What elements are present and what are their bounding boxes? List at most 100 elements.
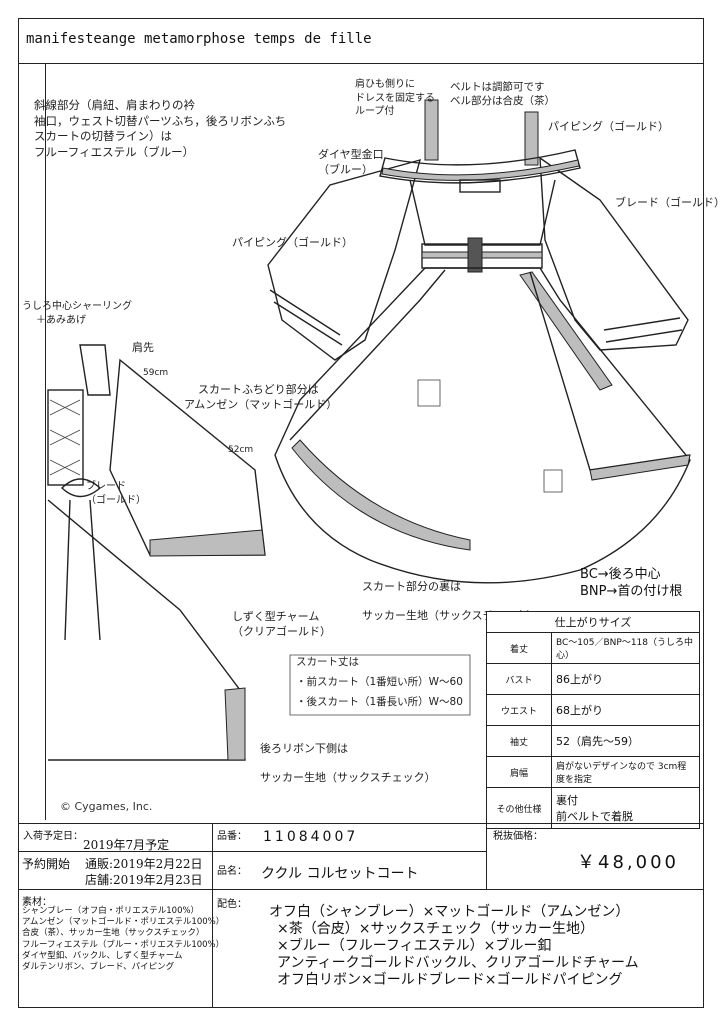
materials-label: 素材： (22, 897, 52, 908)
size-value: 86上がり (551, 663, 700, 695)
note-line: （ブルー） (318, 162, 373, 176)
list-item: ×ブルー（フルーフィエステル）×ブルー釦 (277, 938, 552, 954)
header-title: manifesteange metamorphose temps de fill… (26, 31, 372, 47)
colors-list: オフ白（シャンブレー）×マットゴールド（アムンゼン） ×茶（合皮）×サックスチェ… (269, 904, 639, 989)
arrival-cell: 入荷予定日： 2019年7月予定 (19, 824, 213, 852)
note-line: サッカー生地（サックスチェック） (260, 770, 436, 784)
list-item: ×茶（合皮）×サックスチェック（サッカー生地） (277, 921, 595, 937)
note-skirt-edge: スカートふちどり部分は アムンゼン（マットゴールド） (184, 383, 337, 413)
header-bar (18, 18, 704, 64)
arrival-label: 入荷予定日： (23, 831, 83, 842)
list-item: 合皮（茶）、サッカー生地（サックスチェック） (22, 928, 205, 939)
note-line: 袖口，ウェスト切替パーツふち，後ろリボンふち (34, 113, 287, 128)
note-line: （クリアゴールド） (232, 624, 331, 638)
table-row: その他仕様裏付 前ベルトで着脱 (486, 787, 700, 829)
side-view-drawing (47, 344, 266, 761)
note-line: しずく型チャーム (232, 610, 320, 623)
note-skirt-length: スカート丈は ・前スカート（1番短い所）W～60 ・後スカート（1番長い所）W～… (296, 652, 463, 712)
note-shoulder-tip: 肩先 (132, 341, 154, 354)
note-line: ・後スカート（1番長い所）W～80 (296, 696, 463, 708)
legend-bc: BC→後ろ中心 (580, 567, 661, 582)
list-item: ダイヤ型釦、バックル、しずく型チャーム (22, 950, 183, 961)
size-label: 肩幅 (486, 756, 552, 788)
note-piping-left: パイピング（ゴールド） (232, 236, 353, 249)
note-line: （ゴールド） (86, 494, 146, 506)
note-line: スカート部分の裏は (362, 580, 461, 593)
size-label: 着丈 (486, 632, 552, 664)
note-diamond-button: ダイヤ型金口 （ブルー） (318, 148, 384, 178)
note-line: スカートふちどり部分は (198, 383, 319, 396)
product-name-value: ククル コルセットコート (261, 866, 419, 882)
list-item: アンティークゴールドバックル、クリアゴールドチャーム (277, 955, 639, 971)
note-line: ダイヤ型金口 (318, 148, 384, 161)
list-item: フルーフィエステル（ブルー・ポリエステル100%） (22, 939, 225, 950)
materials-list: シャンブレー（オフ白・ポリエステル100%） アムンゼン（マットゴールド・ポリエ… (22, 906, 224, 973)
note-loop: 肩ひも側りに ドレスを固定する ループ付 (355, 78, 435, 119)
illustration-frame-line (45, 64, 46, 820)
reservation-label: 予約開始 (22, 857, 71, 871)
note-59cm: 59cm (143, 368, 169, 378)
colors-cell: 配色： オフ白（シャンブレー）×マットゴールド（アムンゼン） ×茶（合皮）×サッ… (213, 890, 703, 1007)
size-value: 52（肩先～59） (551, 725, 700, 757)
product-name-cell: 品名： ククル コルセットコート (213, 852, 487, 890)
note-braid-right: ブレード（ゴールド） (615, 196, 720, 209)
list-item: ダルテンリボン、ブレード、パイピング (22, 962, 175, 973)
note-piping-top: パイピング（ゴールド） (548, 120, 669, 133)
list-item: シャンブレー（オフ白・ポリエステル100%） (22, 906, 200, 916)
note-braid-left: ブレード （ゴールド） (86, 480, 146, 507)
price-value: ￥48,000 (577, 852, 679, 873)
note-line: スカートの切替ライン）は (34, 129, 172, 144)
note-52cm: 52cm (228, 445, 254, 455)
product-no-label: 品番： (217, 831, 247, 842)
note-line: スカート丈は (296, 656, 359, 668)
note-line: 後ろリボン下側は (260, 742, 348, 755)
size-table-title: 仕上がりサイズ (486, 611, 700, 633)
price-cell: 税抜価格： ￥48,000 (487, 824, 703, 890)
note-line: ベル部分は合皮（茶） (450, 95, 555, 108)
note-line: ベルトは調節可です (450, 81, 545, 93)
note-line: アムンゼン（マットゴールド） (184, 397, 338, 411)
product-no-cell: 品番： 11084007 (213, 824, 487, 852)
list-item: アムンゼン（マットゴールド・ポリエステル100%） (22, 917, 225, 928)
note-line: ・前スカート（1番短い所）W～60 (296, 676, 463, 688)
note-line: 斜線部分（肩紐、肩まわりの衿 (34, 98, 195, 112)
size-label: 袖丈 (486, 725, 552, 757)
note-lace-up: うしろ中心シャーリング ＋あみあげ (22, 300, 132, 327)
legend-bnp: BNP→首の付け根 (580, 584, 683, 599)
legend: BC→後ろ中心 BNP→首の付け根 (580, 566, 682, 600)
note-line: ブレード (86, 481, 126, 492)
table-row: 肩幅肩がないデザインなので 3cm程度を指定 (486, 756, 700, 788)
size-label: ウエスト (486, 694, 552, 726)
note-line: うしろ中心シャーリング (22, 301, 132, 312)
copyright: © Cygames, Inc. (60, 800, 153, 813)
size-value: BC～105／BNP～118（うしろ中心） (551, 632, 700, 664)
note-line: 肩ひも側りに (355, 79, 415, 90)
size-label: その他仕様 (486, 787, 552, 829)
note-ribbon-back: 後ろリボン下側は サッカー生地（サックスチェック） (260, 742, 436, 786)
list-item: オフ白（シャンブレー）×マットゴールド（アムンゼン） (269, 904, 630, 920)
note-hatched-parts: 斜線部分（肩紐、肩まわりの衿 袖口，ウェスト切替パーツふち，後ろリボンふち スカ… (34, 98, 286, 160)
price-label: 税抜価格： (493, 831, 543, 842)
note-drop-charm: しずく型チャーム （クリアゴールド） (232, 610, 331, 640)
product-name-label: 品名： (217, 866, 247, 877)
size-value: 68上がり (551, 694, 700, 726)
note-line: ループ付 (355, 106, 395, 117)
note-line: フルーフィエステル（ブルー） (34, 144, 195, 159)
size-value: 肩がないデザインなので 3cm程度を指定 (551, 756, 700, 788)
size-value: 裏付 前ベルトで着脱 (551, 787, 700, 829)
reservation-cell: 予約開始 通販:2019年2月22日 店舗:2019年2月23日 (19, 852, 213, 890)
note-belt: ベルトは調節可です ベル部分は合皮（茶） (450, 80, 555, 108)
product-no-value: 11084007 (263, 829, 359, 845)
note-line: ドレスを固定する (355, 92, 435, 104)
reservation-online: 通販:2019年2月22日 (85, 857, 203, 871)
colors-label: 配色： (217, 899, 247, 910)
size-label: バスト (486, 663, 552, 695)
note-line: ＋あみあげ (36, 314, 86, 326)
list-item: オフ白リボン×ゴールドブレード×ゴールドパイピング (277, 972, 623, 988)
reservation-store: 店舗:2019年2月23日 (85, 873, 203, 887)
